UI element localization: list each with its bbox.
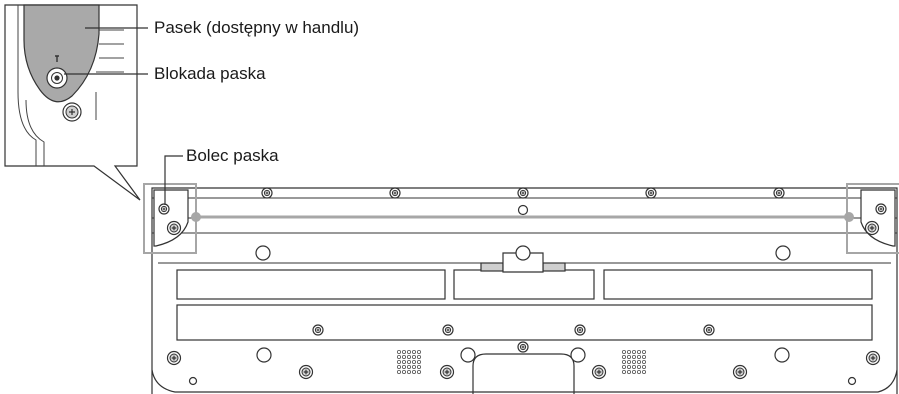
- label-strap-lock: Blokada paska: [154, 64, 266, 83]
- speaker-grille-right: [622, 349, 646, 375]
- leader-lines: [64, 27, 183, 205]
- bottom-screws: [166, 350, 881, 386]
- top-screws: [261, 187, 785, 199]
- round-holes: [255, 245, 791, 363]
- keyboard-body: [151, 187, 898, 394]
- speaker-grille-left: [396, 349, 422, 375]
- panel-screws: [312, 324, 715, 353]
- right-end-block: [846, 183, 899, 254]
- highlight-frame-right: [846, 183, 899, 254]
- label-strap-pin: Bolec paska: [186, 146, 279, 165]
- zoom-callout: [4, 4, 141, 201]
- label-strap: Pasek (dostępny w handlu): [154, 18, 360, 37]
- highlight-frame-left: [143, 183, 197, 254]
- strap-shape: [23, 4, 100, 103]
- left-end-block: [143, 183, 197, 254]
- strap-end-right: [844, 212, 854, 222]
